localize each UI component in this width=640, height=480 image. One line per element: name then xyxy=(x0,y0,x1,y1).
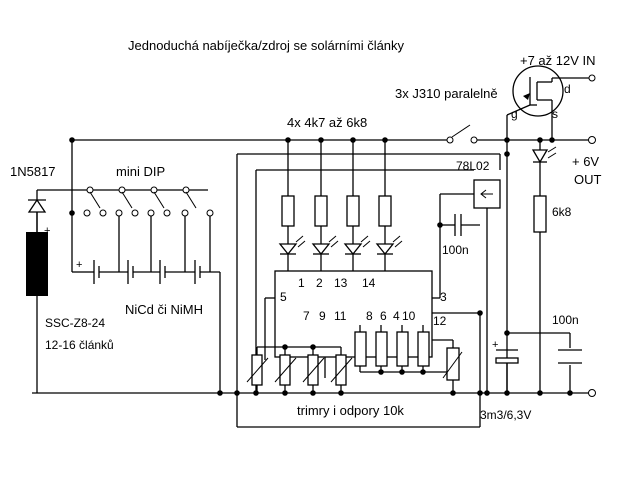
label-jfet-s: s xyxy=(552,107,558,121)
trimmer-4 xyxy=(330,354,353,386)
ic-pin-14: 14 xyxy=(362,276,376,290)
ic-pin-13: 13 xyxy=(334,276,348,290)
ic-pin-3: 3 xyxy=(440,290,447,304)
label-output-voltage: + 6V xyxy=(572,154,599,169)
label-input-voltage: +7 až 12V IN xyxy=(520,53,596,68)
label-trimmers: trimry i odpory 10k xyxy=(297,403,404,418)
label-jfet-g: g xyxy=(511,107,518,121)
ic-pin-11: 11 xyxy=(334,309,347,323)
electrolytic-capacitor xyxy=(495,349,519,393)
led-2 xyxy=(311,235,339,271)
trimmer-3 xyxy=(302,354,325,386)
label-diode: 1N5817 xyxy=(10,164,56,179)
label-solar-cell: SSC-Z8-24 xyxy=(45,316,105,330)
label-jfet-d: d xyxy=(564,82,571,96)
label-electrolytic-cap: 3m3/6,3V xyxy=(480,408,531,422)
trimmer-2 xyxy=(274,354,297,386)
power-switch xyxy=(446,124,478,144)
resistor-10k-1 xyxy=(354,331,367,367)
led-4 xyxy=(375,235,403,271)
ic-pin-9: 9 xyxy=(319,309,326,323)
ic-pin-5: 5 xyxy=(280,290,287,304)
diode-1n5817 xyxy=(27,198,47,232)
label-led-resistors: 4x 4k7 až 6k8 xyxy=(287,115,367,130)
solar-cell xyxy=(26,232,48,296)
label-resistor-6k8: 6k8 xyxy=(552,205,572,219)
led-3 xyxy=(343,235,371,271)
output-diode xyxy=(531,140,557,196)
ic-pin-1: 1 xyxy=(298,276,305,290)
output-terminal-bottom xyxy=(588,389,596,397)
label-plus-solar: + xyxy=(44,225,50,237)
capacitor-100n-reg xyxy=(454,214,462,236)
jfet-j310 xyxy=(506,65,596,140)
label-solar-cells-count: 12-16 článků xyxy=(45,338,114,352)
led-1 xyxy=(278,235,306,271)
resistor-10k-4 xyxy=(417,331,430,367)
led-resistor-2 xyxy=(314,140,328,244)
capacitor-100n-right xyxy=(558,349,582,364)
ic-pin-8: 8 xyxy=(366,309,373,323)
output-terminal-top xyxy=(588,136,596,144)
dip-switch-array xyxy=(83,186,214,272)
label-regulator: 78L02 xyxy=(456,159,490,173)
ic-pin-6: 6 xyxy=(380,309,387,323)
led-resistor-1 xyxy=(281,140,295,244)
ic-pin-12: 12 xyxy=(433,314,447,328)
battery-pack xyxy=(82,260,221,393)
label-cap-100n-right: 100n xyxy=(552,313,579,327)
label-dip-switch: mini DIP xyxy=(116,164,165,179)
label-jfet: 3x J310 paralelně xyxy=(395,86,498,101)
label-plus-cap: + xyxy=(492,339,498,351)
label-cap-100n-reg: 100n xyxy=(442,243,469,257)
ic-pin-4: 4 xyxy=(393,309,400,323)
ic-pin-7: 7 xyxy=(303,309,310,323)
label-plus-battery: + xyxy=(76,259,82,271)
resistor-10k-2 xyxy=(375,331,388,367)
diagram-title: Jednoduchá nabíječka/zdroj se solárními … xyxy=(128,38,405,53)
label-battery: NiCd či NiMH xyxy=(125,302,203,317)
label-output: OUT xyxy=(574,172,602,187)
resistor-6k8 xyxy=(533,195,547,233)
resistor-10k-3 xyxy=(396,331,409,367)
ic-pin-10: 10 xyxy=(402,309,416,323)
led-resistor-3 xyxy=(346,140,360,244)
ic-pin-2: 2 xyxy=(316,276,323,290)
led-resistor-4 xyxy=(378,140,392,244)
